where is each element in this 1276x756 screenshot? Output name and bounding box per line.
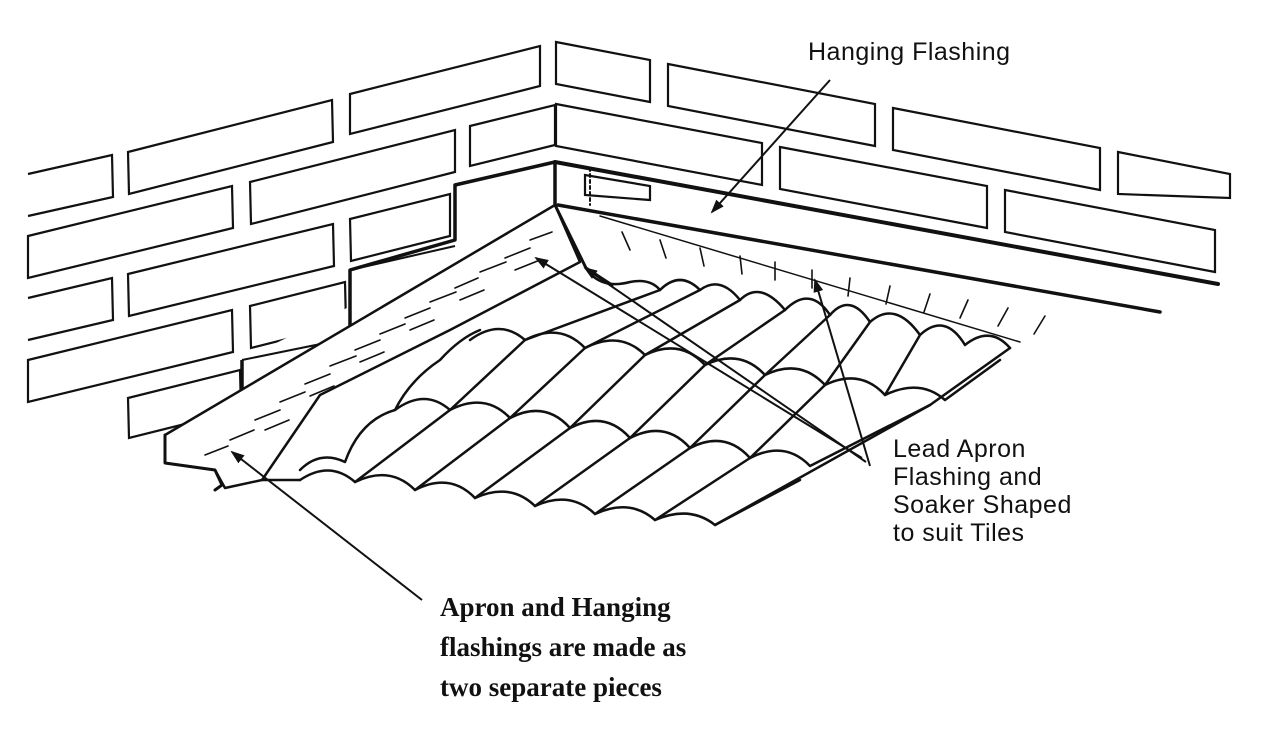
arrow-apron-1 [534,256,863,459]
hanging-flashing [553,160,1220,343]
note-line-1: Apron and Hanging [440,592,671,622]
hanging-flashing-label: Hanging Flashing [808,38,1011,66]
right-brick-wall [554,40,1232,274]
lead-apron-line-1: Lead Apron [893,435,1026,463]
leader-arrows [230,79,871,601]
note-line-3: two separate pieces [440,672,662,702]
lead-apron-line-3: Soaker Shaped [893,491,1072,519]
lead-apron-label: Lead Apron Flashing and Soaker Shaped to… [893,435,1072,547]
note-line-2: flashings are made as [440,632,686,662]
arrow-note [230,450,423,601]
lead-apron-line-4: to suit Tiles [893,519,1025,547]
note-label: Apron and Hanging flashings are made as … [440,592,686,702]
arrow-hanging-flashing [710,79,831,214]
roof-tiles [163,203,1046,527]
arrow-apron-2 [583,266,867,463]
lead-apron-line-2: Flashing and [893,463,1042,491]
arrow-soaker [813,278,871,467]
